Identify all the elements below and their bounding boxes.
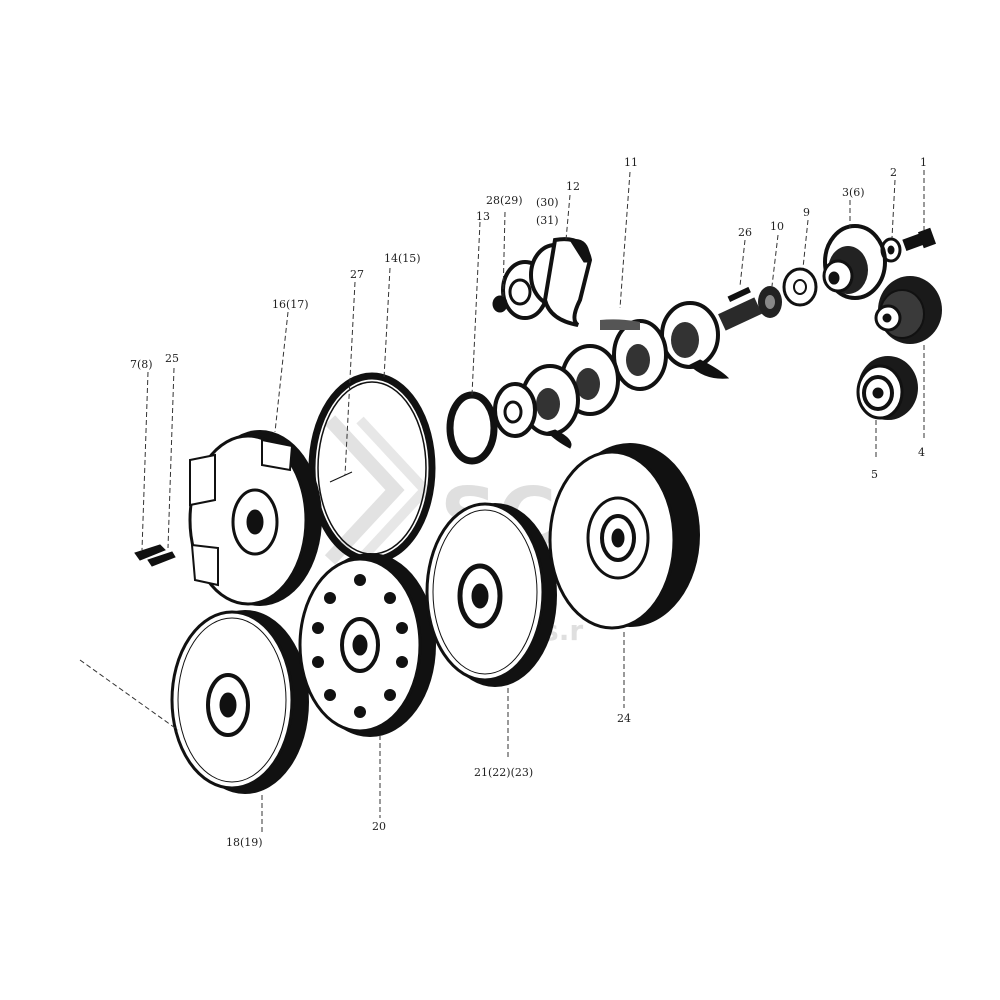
part-9-washer xyxy=(782,267,818,307)
part-20-flexplate xyxy=(298,553,436,737)
label-11: 11 xyxy=(624,156,638,169)
part-18-flywheel xyxy=(170,610,309,794)
label-13: 13 xyxy=(476,210,490,223)
label-27: 27 xyxy=(350,268,364,281)
label-3-6: 3(6) xyxy=(842,186,865,199)
label-21-23: 21(22)(23) xyxy=(474,766,533,779)
part-11-crankshaft xyxy=(493,297,762,449)
label-24: 24 xyxy=(617,712,631,725)
part-10-gear xyxy=(758,286,782,318)
part-labels: 1 2 3(6) 4 4 5 7(8) 9 10 11 12 13 14(15)… xyxy=(130,156,927,849)
label-4: 4 xyxy=(918,446,925,459)
label-26: 26 xyxy=(738,226,752,239)
part-21-flywheel xyxy=(425,502,557,687)
label-7-8: 7(8) xyxy=(130,358,153,371)
part-24-drum xyxy=(548,443,700,630)
label-25: 25 xyxy=(165,352,179,365)
part-26-key xyxy=(727,286,751,303)
label-10: 10 xyxy=(770,220,784,233)
label-12: 12 xyxy=(566,180,580,193)
part-1-bolt xyxy=(902,227,937,252)
part-7-screws xyxy=(134,544,176,567)
label-14-15: 14(15) xyxy=(384,252,421,265)
label-31: (31) xyxy=(536,214,559,227)
label-1: 1 xyxy=(920,156,927,169)
label-9: 9 xyxy=(803,206,810,219)
label-20: 20 xyxy=(372,820,386,833)
label-28-29: 28(29) xyxy=(486,194,523,207)
part-5-damper xyxy=(856,356,918,420)
leader-lines xyxy=(79,170,925,832)
part-13-seal xyxy=(446,391,498,465)
part-4-pulley xyxy=(874,276,942,344)
label-30: (30) xyxy=(536,196,559,209)
label-16-17: 16(17) xyxy=(272,298,309,311)
label-2: 2 xyxy=(890,166,897,179)
label-5: 5 xyxy=(871,468,878,481)
part-3-pulley-hub xyxy=(822,224,887,300)
part-28-nut xyxy=(492,295,508,313)
part-16-clutch-cover xyxy=(188,430,322,606)
label-18-19: 18(19) xyxy=(226,836,263,849)
part-12-gear-assembly xyxy=(501,237,593,327)
